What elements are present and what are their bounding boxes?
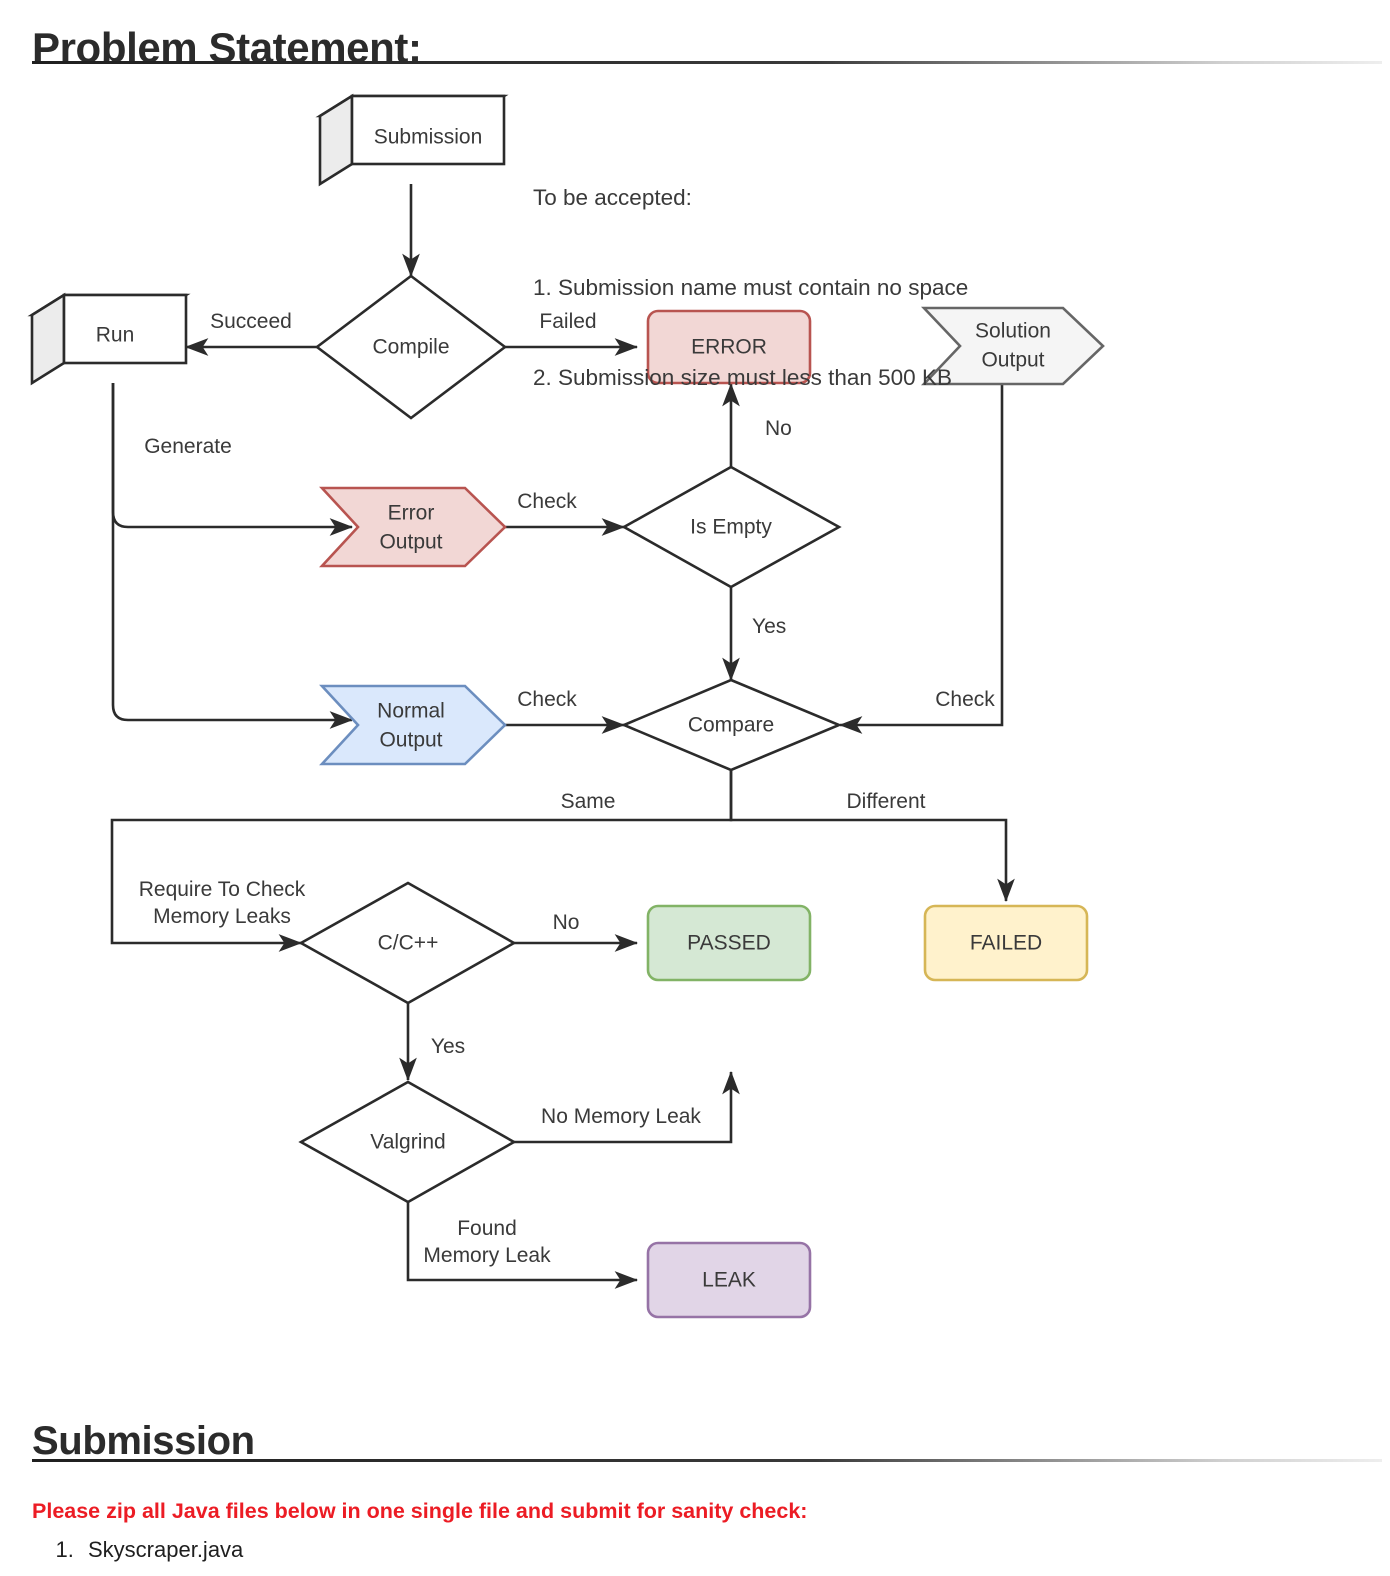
edge-label-require-line2: Memory Leaks	[153, 905, 291, 928]
edge-label-failed: Failed	[539, 310, 596, 333]
edge-label-found-line1: Found	[457, 1217, 517, 1240]
flow-edges	[110, 184, 1015, 1289]
edge-label-different: Different	[847, 790, 926, 813]
node-error-label: ERROR	[691, 336, 767, 359]
node-cpp-label: C/C++	[378, 932, 439, 955]
node-normal-output-label-line1: Normal	[377, 700, 445, 723]
page-title-submission: Submission	[32, 1418, 255, 1463]
edge-valgrind-to-passed	[514, 1070, 740, 1144]
heading-divider-submission	[32, 1459, 1382, 1462]
edge-solution-output-to-compare	[838, 383, 1004, 734]
node-compare-label: Compare	[688, 714, 774, 737]
node-run: Run	[27, 292, 191, 386]
edge-label-yes-cpp: Yes	[431, 1035, 465, 1058]
node-error-output-label-line2: Output	[379, 531, 442, 554]
node-passed-label: PASSED	[687, 932, 771, 955]
submission-file-list: Skyscraper.java	[32, 1534, 243, 1566]
edge-label-check-solution: Check	[935, 688, 995, 711]
node-valgrind: Valgrind	[298, 1080, 517, 1204]
node-leak: LEAK	[646, 1241, 812, 1319]
edge-label-found-line2: Memory Leak	[423, 1244, 551, 1267]
node-run-label: Run	[96, 324, 135, 347]
node-error-output-label-line1: Error	[388, 502, 435, 525]
node-solution-output: Solution Output	[920, 306, 1105, 386]
edge-label-no-is-empty: No	[765, 417, 792, 440]
node-valgrind-label: Valgrind	[370, 1131, 446, 1154]
acceptance-note-line-3: 2. Submission size must less than 500 KB	[533, 365, 952, 390]
node-compile: Compile	[314, 274, 508, 420]
submission-instruction: Please zip all Java files below in one s…	[32, 1499, 808, 1523]
node-submission: Submission	[315, 93, 509, 187]
node-submission-label: Submission	[374, 126, 483, 149]
node-solution-output-label-line1: Solution	[975, 320, 1051, 343]
node-is-empty-label: Is Empty	[690, 516, 772, 539]
page-title-problem-statement: Problem Statement:	[32, 24, 422, 72]
node-solution-output-label-line2: Output	[981, 349, 1044, 372]
edge-label-check-error: Check	[517, 490, 577, 513]
node-is-empty: Is Empty	[621, 465, 842, 589]
acceptance-note-line-1: To be accepted:	[533, 185, 692, 210]
workflow-flowchart: Submission Compile Run ERROR Solution Ou…	[27, 93, 1105, 1319]
node-normal-output: Normal Output	[319, 684, 507, 766]
node-leak-label: LEAK	[702, 1269, 756, 1292]
edge-label-no-memory-leak: No Memory Leak	[541, 1105, 701, 1128]
node-error-output: Error Output	[319, 486, 507, 568]
edge-compare-different-to-failed	[729, 770, 1015, 903]
flow-edge-labels: Succeed Failed Generate Check No Yes Che…	[139, 310, 996, 1267]
acceptance-note-line-2: 1. Submission name must contain no space	[533, 275, 969, 300]
edge-run-to-normal-output	[111, 383, 354, 729]
edge-label-generate: Generate	[144, 435, 232, 458]
node-error: ERROR	[646, 309, 812, 385]
heading-divider-problem	[32, 61, 1382, 64]
node-passed: PASSED	[646, 904, 812, 982]
node-failed-label: FAILED	[970, 932, 1042, 955]
node-cpp: C/C++	[298, 881, 517, 1005]
node-compile-label: Compile	[372, 336, 449, 359]
acceptance-notes: To be accepted: 1. Submission name must …	[533, 123, 968, 453]
node-failed: FAILED	[923, 904, 1089, 982]
edge-valgrind-to-leak	[406, 1202, 639, 1289]
edge-label-require-line1: Require To Check	[139, 878, 306, 901]
edge-label-same: Same	[561, 790, 616, 813]
node-compare: Compare	[620, 678, 843, 772]
edge-label-succeed: Succeed	[210, 310, 292, 333]
node-normal-output-label-line2: Output	[379, 729, 442, 752]
edge-label-check-normal: Check	[517, 688, 577, 711]
edge-label-no-cpp: No	[553, 911, 580, 934]
edge-label-yes-is-empty: Yes	[752, 615, 786, 638]
list-item: Skyscraper.java	[80, 1534, 243, 1566]
